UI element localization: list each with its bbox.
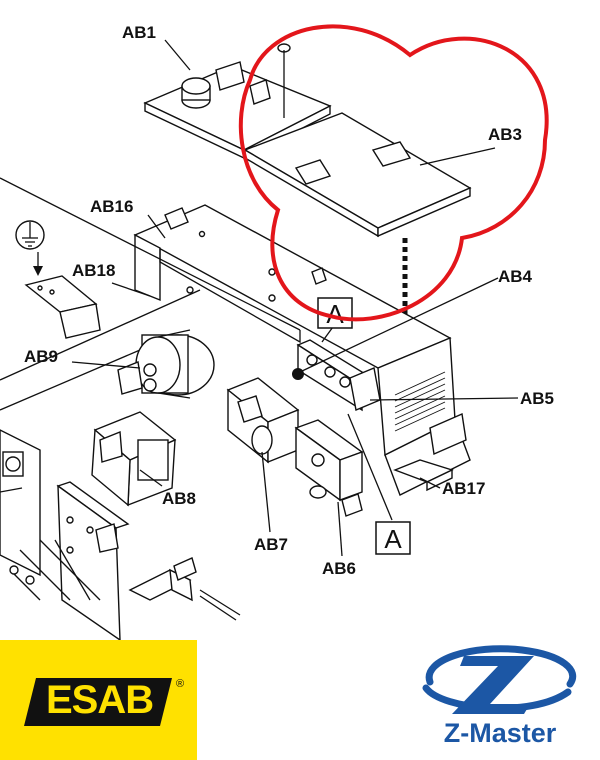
- esab-logo-mark: [24, 678, 172, 726]
- label-ab7: AB7: [254, 535, 288, 554]
- label-ab8: AB8: [162, 489, 196, 508]
- diagram-svg: A A AB1 AB3 AB16 AB18 AB4 AB9 AB5 AB8 AB…: [0, 23, 554, 642]
- capacitor-ab9: [117, 329, 215, 399]
- label-ab3: AB3: [488, 125, 522, 144]
- detail-a-bottom-box: A: [375, 521, 411, 555]
- leader-lines: [71, 39, 519, 557]
- z-letter-globe-icon: [422, 645, 577, 714]
- esab-registered-mark: ®: [176, 678, 185, 690]
- bracket-ab6: [294, 419, 364, 517]
- detail-a-bottom-label: A: [384, 524, 402, 554]
- terminal-ab7: [226, 377, 300, 464]
- esab-logo-panel: ESAB ®: [0, 640, 197, 760]
- relay-ab8: [91, 411, 177, 507]
- label-ab18: AB18: [72, 261, 115, 280]
- chassis: [0, 177, 471, 496]
- detail-a-top-box: A: [317, 297, 353, 329]
- front-plate-ab4: [292, 339, 381, 412]
- label-ab16: AB16: [90, 197, 133, 216]
- board-ab1: [143, 61, 332, 160]
- detail-a-top-label: A: [326, 299, 344, 329]
- left-panel: [0, 429, 130, 642]
- board-ab3: [243, 43, 472, 238]
- bottom-bracket: [128, 557, 241, 621]
- label-ab4: AB4: [498, 267, 533, 286]
- ground-bracket-ab18: [15, 220, 101, 339]
- zmaster-wordmark: Z-Master: [443, 718, 557, 748]
- label-ab9: AB9: [24, 347, 58, 366]
- label-ab17: AB17: [442, 479, 485, 498]
- label-ab5: AB5: [520, 389, 554, 408]
- label-ab6: AB6: [322, 559, 356, 578]
- highlight-cloud: [238, 24, 549, 322]
- esab-wordmark: ESAB: [46, 678, 154, 722]
- label-ab1: AB1: [122, 23, 156, 42]
